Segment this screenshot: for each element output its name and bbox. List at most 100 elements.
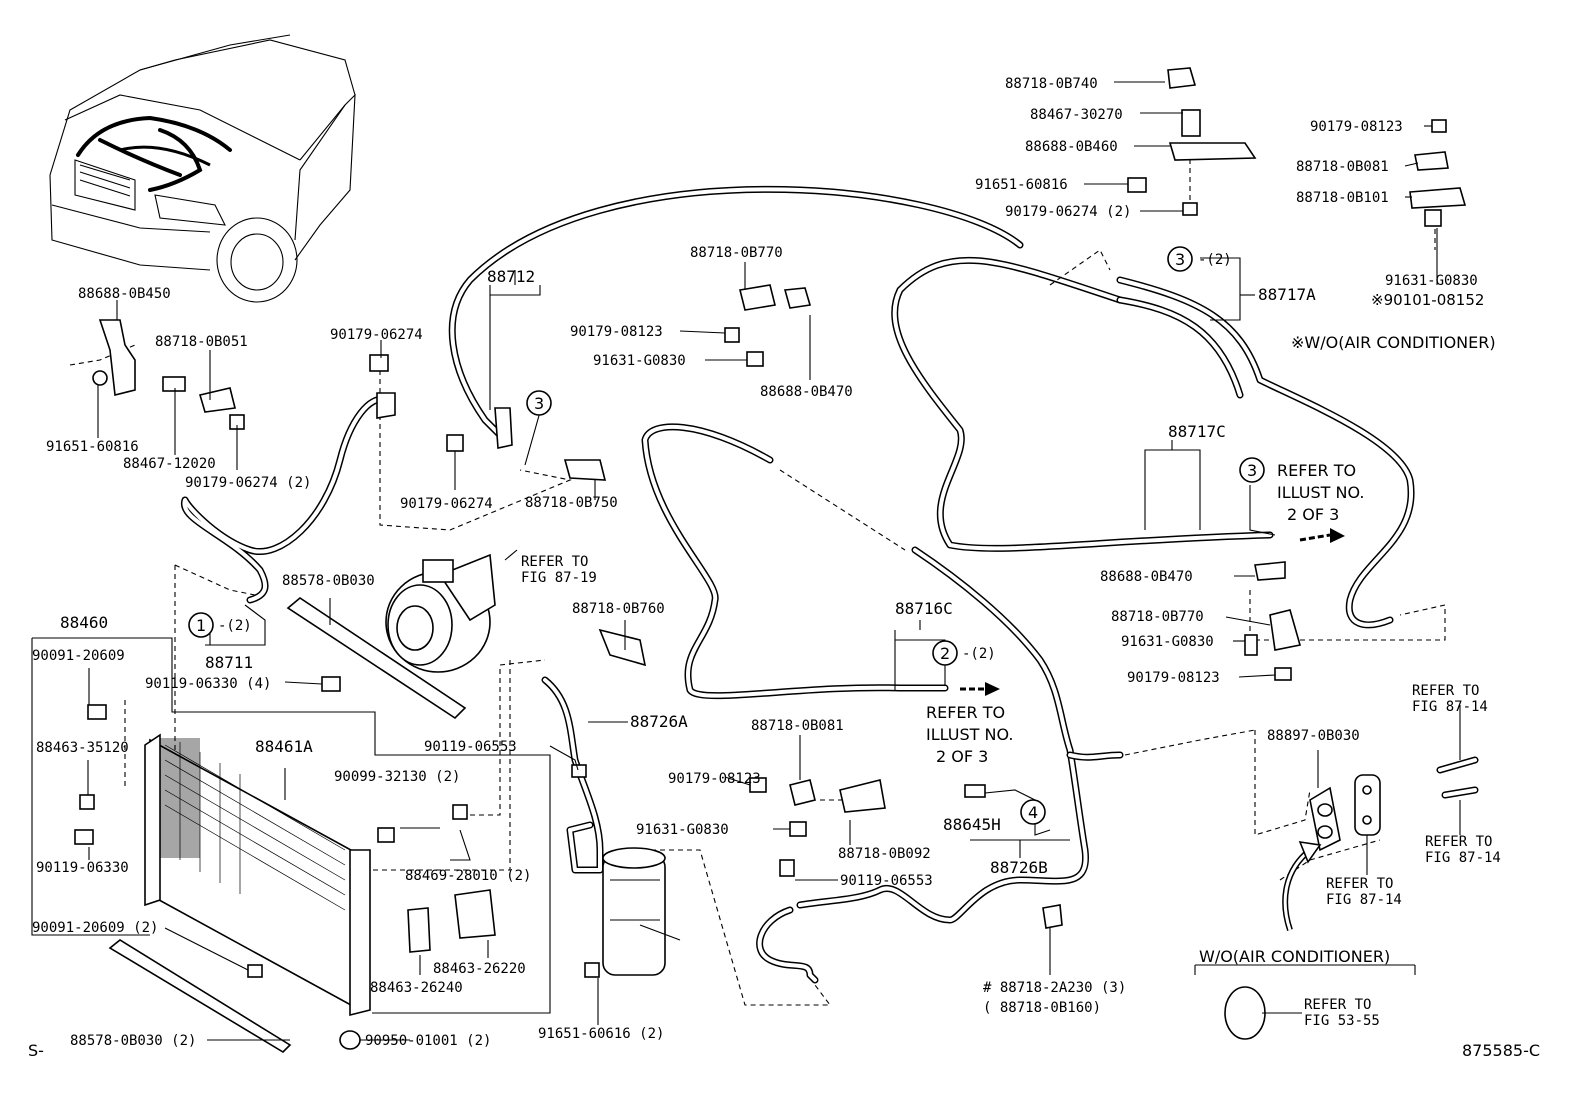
- qty-2-a: -(2): [1198, 252, 1232, 268]
- refer-fig-87-14-a-line2: FIG 87-14: [1412, 699, 1488, 715]
- part-label-90179-08123-right: 90179-08123: [1127, 670, 1220, 686]
- refer-fig-87-14-c-line1: REFER TO: [1326, 876, 1393, 892]
- receiver-dryer: [602, 847, 681, 976]
- refer-illust-a-line2: ILLUST NO.: [926, 725, 1013, 744]
- figure-number: 875585-C: [1462, 1041, 1540, 1060]
- refer-fig-87-14-a-line1: REFER TO: [1412, 683, 1479, 699]
- part-label-88718-0B760: 88718-0B760: [572, 601, 665, 617]
- part-label-88688-0B450: 88688-0B450: [78, 286, 171, 302]
- callout-circle-3-c: [1239, 457, 1265, 483]
- part-label-88718-0B750: 88718-0B750: [525, 495, 618, 511]
- part-label-90179-06274-top: 90179-06274: [330, 327, 423, 343]
- part-label-88460: 88460: [60, 613, 108, 632]
- callout-circle-3-b: [526, 390, 552, 416]
- callout-3-b: 3: [534, 394, 544, 413]
- refer-fig-87-19-line1: REFER TO: [521, 554, 588, 570]
- part-label-88897-0B030: 88897-0B030: [1267, 728, 1360, 744]
- part-label-88716C: 88716C: [895, 599, 953, 618]
- refer-fig-87-14-b-line2: FIG 87-14: [1425, 850, 1501, 866]
- note-wo-air-conditioner: ※W/O(AIR CONDITIONER): [1291, 333, 1496, 352]
- part-label-88578-0B030-2: 88578-0B030 (2): [70, 1033, 196, 1049]
- part-label-90179-08123-tr: 90179-08123: [1310, 119, 1403, 135]
- part-label-88718-0B051: 88718-0B051: [155, 334, 248, 350]
- refer-fig-53-55-line1: REFER TO: [1304, 997, 1371, 1013]
- part-label-88717C: 88717C: [1168, 422, 1226, 441]
- part-label-88688-0B470-right: 88688-0B470: [1100, 569, 1193, 585]
- part-label-90179-08123-low: 90179-08123: [668, 771, 761, 787]
- callout-circle-1: [188, 612, 214, 638]
- refer-fig-53-55-line2: FIG 53-55: [1304, 1013, 1380, 1029]
- callout-4: 4: [1028, 803, 1038, 822]
- part-label-88688-0B470-top: 88688-0B470: [760, 384, 853, 400]
- callouts: 3 -(2) 3 3 1 -(2) 2 -(2) 4: [188, 246, 1265, 825]
- part-label-90119-06553-b: 90119-06553: [840, 873, 933, 889]
- callout-3-c: 3: [1247, 461, 1257, 480]
- condenser: [144, 733, 371, 1017]
- qty-2-c: -(2): [962, 646, 996, 662]
- part-label-90119-06330-4: 90119-06330 (4): [145, 676, 271, 692]
- part-label-88467-12020: 88467-12020: [123, 456, 216, 472]
- part-label-90179-06274-2-top: 90179-06274 (2): [1005, 204, 1131, 220]
- part-label-88578-0B030: 88578-0B030: [282, 573, 375, 589]
- parts: [74, 67, 1479, 1054]
- callout-1: 1: [196, 616, 206, 635]
- refer-fig-87-14-b-line1: REFER TO: [1425, 834, 1492, 850]
- part-label-88463-26220: 88463-26220: [433, 961, 526, 977]
- part-label-90099-32130: 90099-32130 (2): [334, 769, 460, 785]
- part-label-88718-0B770-top: 88718-0B770: [690, 245, 783, 261]
- part-label-88461A: 88461A: [255, 737, 313, 756]
- part-label-88469-28010: 88469-28010 (2): [405, 868, 531, 884]
- part-label-88718-0B092: 88718-0B092: [838, 846, 931, 862]
- part-label-88718-0B740: 88718-0B740: [1005, 76, 1098, 92]
- part-label-88463-26240: 88463-26240: [370, 980, 463, 996]
- part-label-90091-20609: 90091-20609: [32, 648, 125, 664]
- callout-circle-3-a: [1167, 246, 1193, 272]
- part-label-90179-08123-mid: 90179-08123: [570, 324, 663, 340]
- part-label-91651-60816-top: 91651-60816: [975, 177, 1068, 193]
- car-illustration: [49, 34, 356, 303]
- part-label-88645H: 88645H: [943, 815, 1001, 834]
- compressor: [385, 553, 496, 673]
- part-label-91631-G0830-mid: 91631-G0830: [593, 353, 686, 369]
- part-label-88712: 88712: [487, 267, 535, 286]
- part-labels: 88718-0B740 88467-30270 88688-0B460 9165…: [28, 76, 1540, 1060]
- part-label-90179-06274-2-left: 90179-06274 (2): [185, 475, 311, 491]
- part-label-88718-0B770-right: 88718-0B770: [1111, 609, 1204, 625]
- refer-illust-b-line1: REFER TO: [1277, 461, 1356, 480]
- part-label-90091-20609-2: 90091-20609 (2): [32, 920, 158, 936]
- part-label-88726A: 88726A: [630, 712, 688, 731]
- callout-circle-4: [1020, 799, 1046, 825]
- part-label-88718-0B081-mid: 88718-0B081: [751, 718, 844, 734]
- part-label-91651-60816-left: 91651-60816: [46, 439, 139, 455]
- part-label-90179-06274-mid: 90179-06274: [400, 496, 493, 512]
- wo-air-conditioner-box-title: W/O(AIR CONDITIONER): [1199, 947, 1390, 966]
- part-label-88726B: 88726B: [990, 858, 1048, 877]
- note-90101-08152: ※90101-08152: [1371, 291, 1484, 309]
- part-label-88718-0B101: 88718-0B101: [1296, 190, 1389, 206]
- part-label-90119-06553-a: 90119-06553: [424, 739, 517, 755]
- seal-bar-lower: [108, 939, 292, 1054]
- part-label-88463-35120: 88463-35120: [36, 740, 129, 756]
- part-label-91631-G0830-right: 91631-G0830: [1121, 634, 1214, 650]
- part-label-88717A: 88717A: [1258, 285, 1316, 304]
- part-label-91631-G0830-low: 91631-G0830: [636, 822, 729, 838]
- part-label-90950-01001: 90950-01001 (2): [365, 1033, 491, 1049]
- part-label-91651-60616: 91651-60616 (2): [538, 1026, 664, 1042]
- part-label-91631-G0830-tr: 91631-G0830: [1385, 273, 1478, 289]
- refer-illust-b-line3: 2 OF 3: [1287, 505, 1339, 524]
- callout-3-a: 3: [1175, 250, 1185, 269]
- part-label-88718-0B160: ( 88718-0B160): [983, 1000, 1101, 1016]
- seal-bar-upper: [286, 597, 467, 720]
- corner-mark: S-: [28, 1041, 44, 1060]
- part-label-88467-30270: 88467-30270: [1030, 107, 1123, 123]
- refer-fig-87-19-line2: FIG 87-19: [521, 570, 597, 586]
- part-label-90119-06330: 90119-06330: [36, 860, 129, 876]
- refer-illust-a-line1: REFER TO: [926, 703, 1005, 722]
- part-label-88688-0B460: 88688-0B460: [1025, 139, 1118, 155]
- qty-2-b: -(2): [218, 618, 252, 634]
- part-label-88711: 88711: [205, 653, 253, 672]
- refer-fig-87-14-c-line2: FIG 87-14: [1326, 892, 1402, 908]
- refer-illust-b-line2: ILLUST NO.: [1277, 483, 1364, 502]
- part-label-88718-2A230: # 88718-2A230 (3): [983, 980, 1126, 996]
